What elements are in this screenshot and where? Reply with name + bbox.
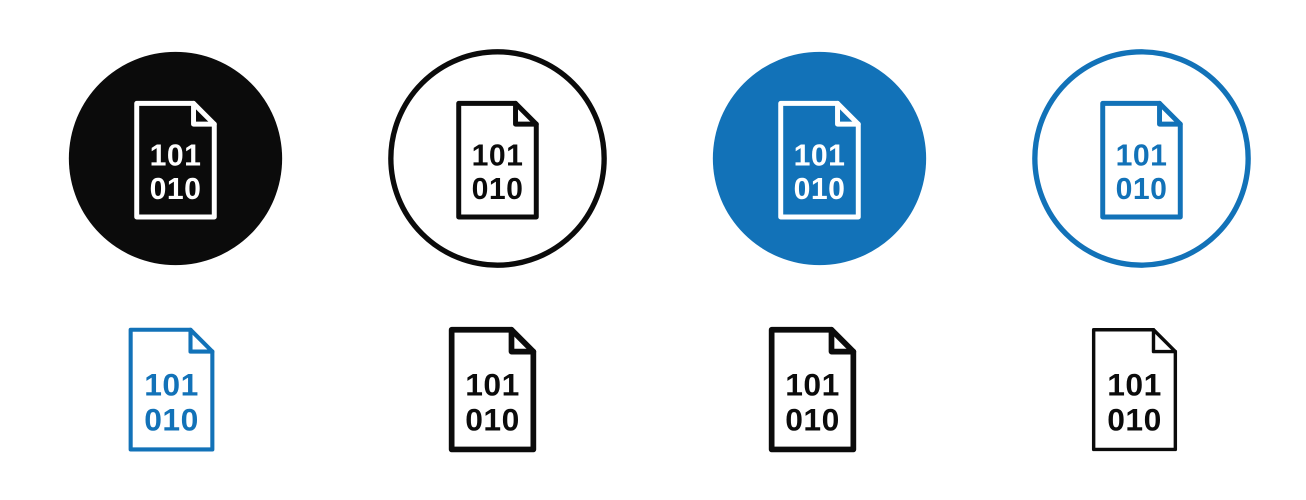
folded-corner-icon bbox=[508, 326, 537, 355]
binary-text-line2: 010 bbox=[1116, 173, 1168, 206]
document-outline bbox=[778, 100, 861, 220]
binary-document-icon: 101 010 bbox=[456, 100, 539, 220]
binary-text-line1: 101 bbox=[794, 140, 846, 173]
document-outline bbox=[128, 327, 215, 452]
binary-text-line2: 010 bbox=[472, 173, 524, 206]
document-outline bbox=[768, 326, 857, 453]
circle-background bbox=[388, 49, 607, 268]
folded-corner-icon bbox=[191, 100, 217, 127]
circle-background bbox=[1032, 49, 1251, 268]
binary-text-line1: 101 bbox=[472, 140, 524, 173]
binary-text-line1: 101 bbox=[1116, 140, 1168, 173]
binary-file-icon-plain-blue: 101 010 bbox=[128, 327, 215, 452]
binary-text-line2: 010 bbox=[150, 173, 202, 206]
binary-text-line1: 101 bbox=[1107, 366, 1162, 402]
binary-document-icon: 101 010 bbox=[1100, 100, 1183, 220]
folded-corner-icon bbox=[828, 326, 857, 355]
binary-text-line2: 010 bbox=[144, 401, 199, 437]
circle-background bbox=[68, 51, 283, 266]
folded-corner-icon bbox=[835, 100, 861, 127]
binary-file-icon-plain-black-bold: 101 010 bbox=[768, 326, 857, 453]
binary-document-icon: 101 010 bbox=[448, 326, 537, 453]
binary-file-icon-circle-outline-black: 101 010 bbox=[388, 49, 607, 268]
binary-file-icon-circle-outline-blue: 101 010 bbox=[1032, 49, 1251, 268]
binary-text-line1: 101 bbox=[150, 140, 202, 173]
binary-document-icon: 101 010 bbox=[134, 100, 217, 220]
binary-document-icon: 101 010 bbox=[768, 326, 857, 453]
binary-text-line2: 010 bbox=[1107, 401, 1162, 437]
binary-text-line1: 101 bbox=[465, 366, 520, 402]
binary-document-icon: 101 010 bbox=[128, 327, 215, 452]
binary-text-line2: 010 bbox=[785, 401, 840, 437]
binary-text-line2: 010 bbox=[465, 401, 520, 437]
folded-corner-icon bbox=[1157, 100, 1183, 127]
folded-corner-icon bbox=[1151, 328, 1178, 354]
document-outline bbox=[448, 326, 537, 453]
document-outline bbox=[1091, 328, 1178, 452]
folded-corner-icon bbox=[188, 327, 215, 354]
binary-text-line1: 101 bbox=[144, 366, 199, 402]
binary-text-line1: 101 bbox=[785, 366, 840, 402]
binary-document-icon: 101 010 bbox=[778, 100, 861, 220]
binary-file-icon-plain-black-thin: 101 010 bbox=[1091, 328, 1178, 452]
binary-document-icon: 101 010 bbox=[1091, 328, 1178, 452]
document-outline bbox=[1100, 100, 1183, 220]
folded-corner-icon bbox=[513, 100, 539, 127]
binary-file-icon-circle-solid-blue: 101 010 bbox=[712, 51, 927, 266]
circle-background bbox=[712, 51, 927, 266]
document-outline bbox=[456, 100, 539, 220]
document-outline bbox=[134, 100, 217, 220]
binary-text-line2: 010 bbox=[794, 173, 846, 206]
binary-file-icon-circle-solid-black: 101 010 bbox=[68, 51, 283, 266]
binary-file-icon-plain-black-bold: 101 010 bbox=[448, 326, 537, 453]
